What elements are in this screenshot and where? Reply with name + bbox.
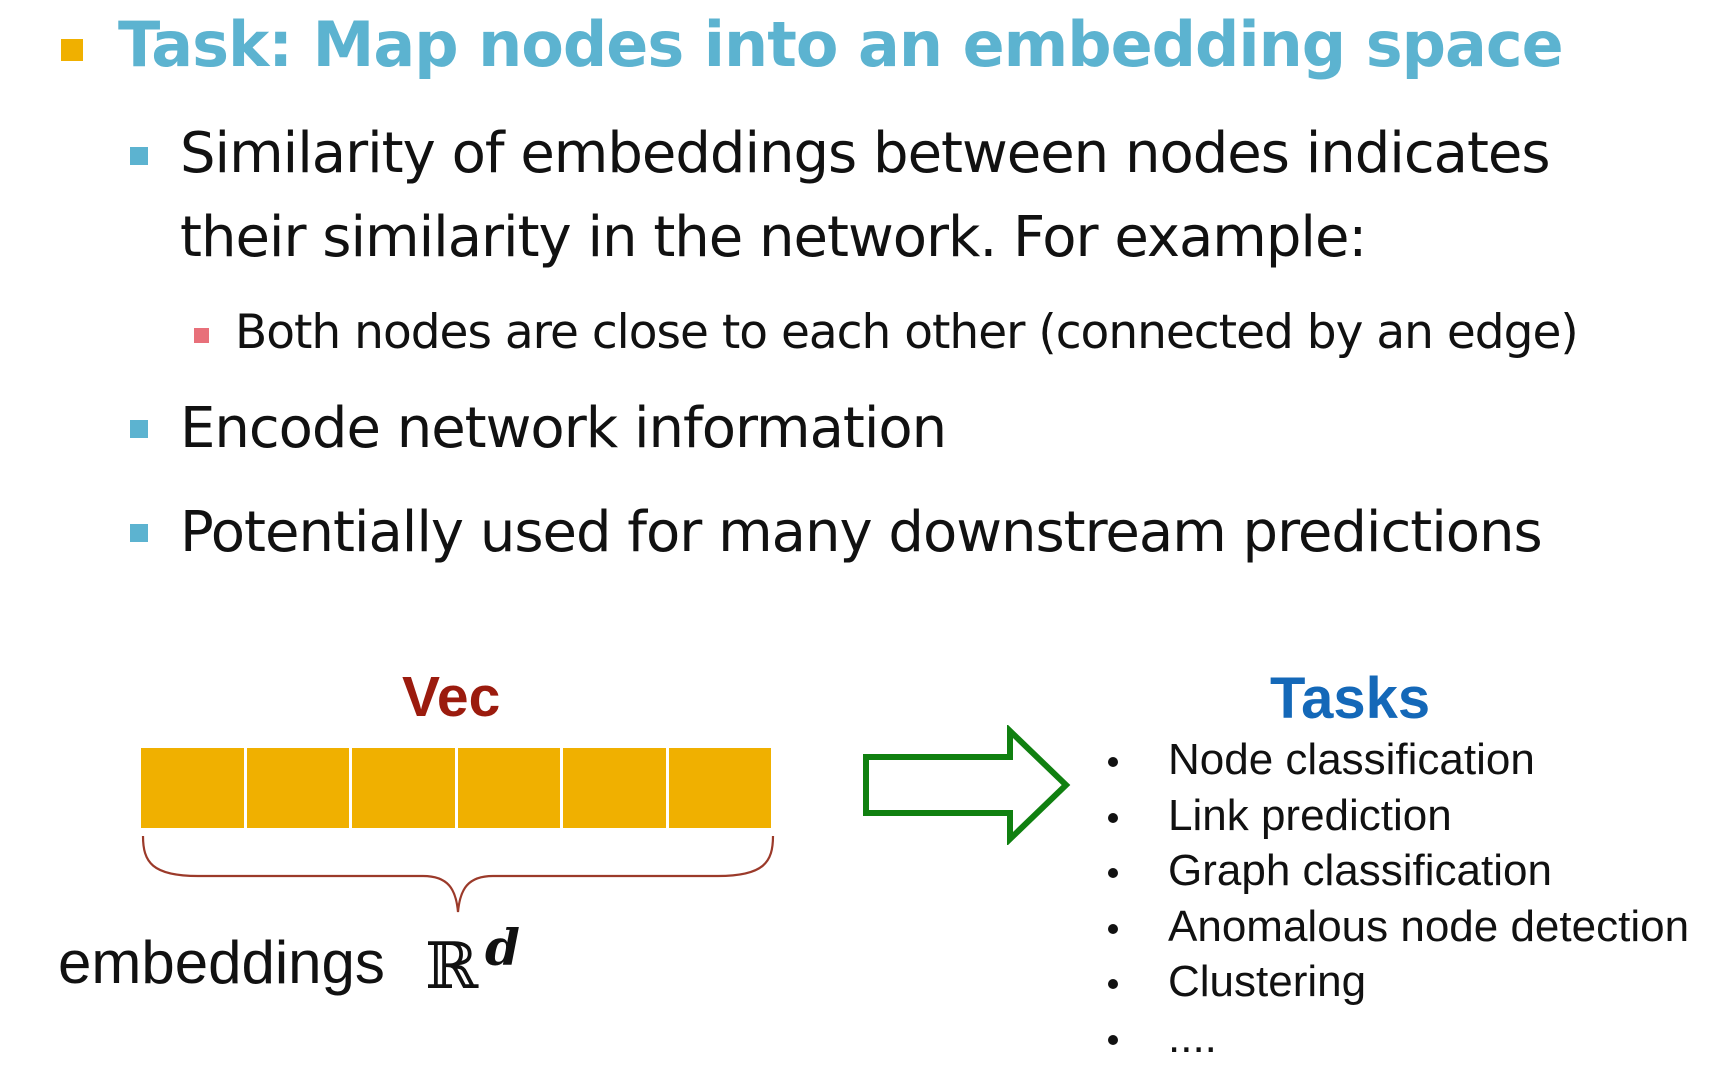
heading-bullet-icon — [61, 39, 83, 61]
right-arrow-icon — [860, 725, 1075, 845]
task-label: Node classification — [1168, 735, 1535, 784]
embeddings-label: embeddings — [58, 928, 385, 997]
task-label: Link prediction — [1168, 791, 1452, 840]
vec-label: Vec — [402, 664, 500, 730]
bullet-dot-icon — [1108, 757, 1118, 767]
point-1-line-1: Similarity of embeddings between nodes i… — [180, 121, 1550, 186]
vector-cell — [458, 748, 564, 828]
task-label: Graph classification — [1168, 846, 1552, 895]
list-item: Graph classification — [1100, 846, 1689, 902]
point-3-bullet-icon — [130, 524, 148, 542]
slide-heading: Task: Map nodes into an embedding space — [118, 8, 1563, 81]
bullet-dot-icon — [1108, 1035, 1118, 1045]
list-item: Anomalous node detection — [1100, 902, 1689, 958]
dimension-superscript: d — [485, 918, 520, 977]
point-2-text: Encode network information — [180, 396, 946, 461]
list-item: Link prediction — [1100, 791, 1689, 847]
vector-cell — [247, 748, 353, 828]
vector-cell — [352, 748, 458, 828]
curly-brace-icon — [138, 834, 778, 914]
bullet-dot-icon — [1108, 924, 1118, 934]
subpoint-bullet-icon — [194, 328, 209, 343]
task-label: Anomalous node detection — [1168, 902, 1689, 951]
point-2-bullet-icon — [130, 420, 148, 438]
bullet-dot-icon — [1108, 813, 1118, 823]
list-item: Node classification — [1100, 735, 1689, 791]
task-list: Node classification Link prediction Grap… — [1100, 735, 1689, 1068]
embedding-vector — [141, 748, 771, 828]
list-item: Clustering — [1100, 957, 1689, 1013]
point-1-line-2: their similarity in the network. For exa… — [180, 205, 1366, 270]
task-label: Clustering — [1168, 957, 1366, 1006]
real-space-symbol: ℝ — [425, 930, 478, 1004]
bullet-dot-icon — [1108, 979, 1118, 989]
vector-cell — [563, 748, 669, 828]
vector-cell — [141, 748, 247, 828]
point-1-bullet-icon — [130, 147, 148, 165]
bullet-dot-icon — [1108, 868, 1118, 878]
list-item: .... — [1100, 1013, 1689, 1068]
tasks-label: Tasks — [1270, 665, 1430, 732]
point-3-text: Potentially used for many downstream pre… — [180, 500, 1542, 565]
subpoint-text: Both nodes are close to each other (conn… — [235, 305, 1578, 360]
task-label: .... — [1168, 1013, 1217, 1062]
vector-cell — [669, 748, 772, 828]
